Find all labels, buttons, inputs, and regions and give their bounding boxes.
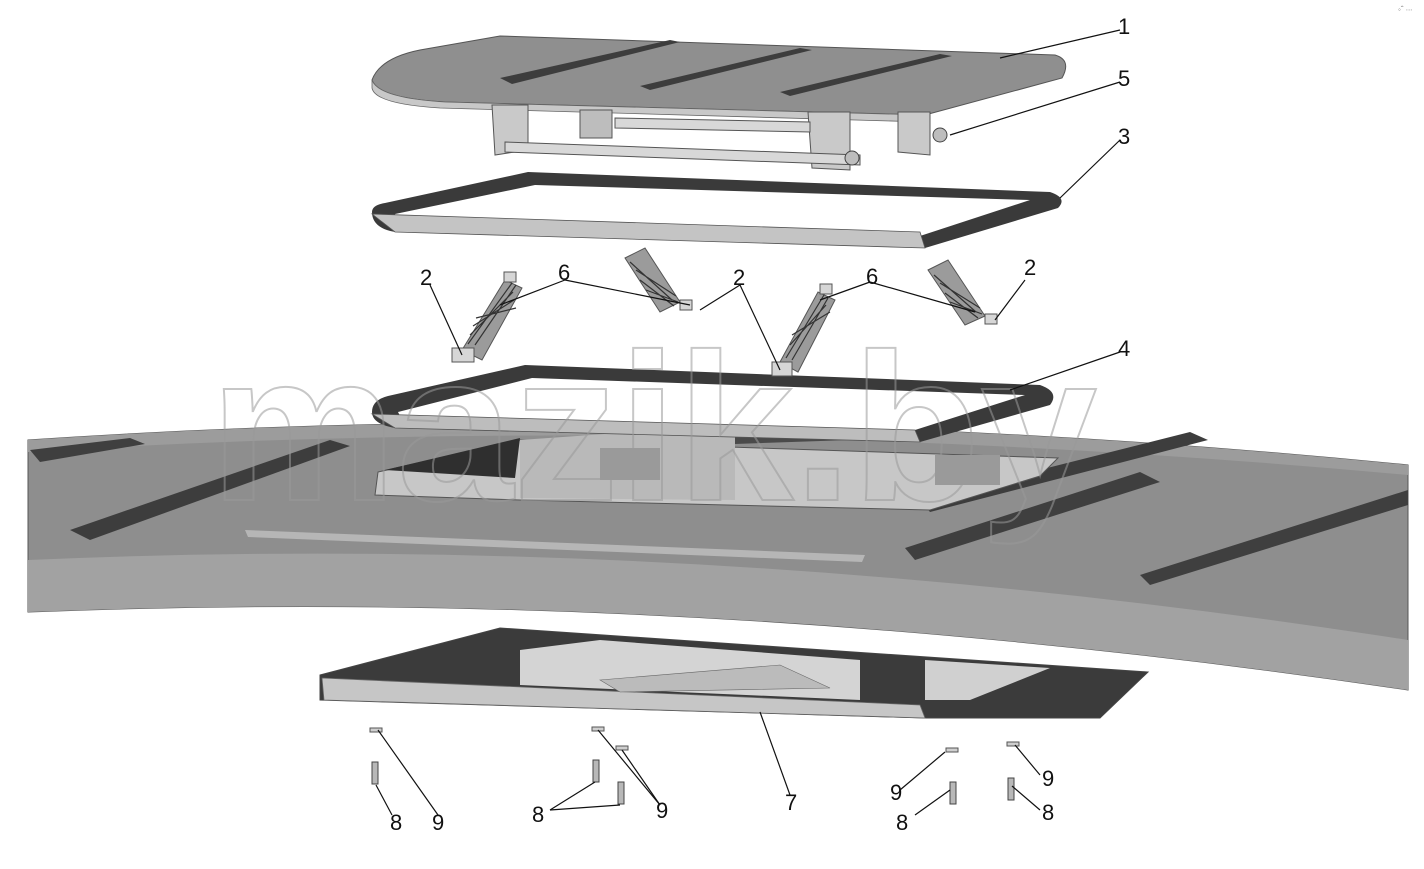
- callout-4: 4: [1118, 336, 1130, 361]
- callout-9-d: 9: [1042, 766, 1054, 791]
- spring-center-left: [624, 247, 693, 313]
- callout-8-c: 8: [896, 810, 908, 835]
- callout-7: 7: [785, 790, 797, 815]
- callout-5: 5: [1118, 66, 1130, 91]
- upper-seal-frame: [370, 172, 1062, 249]
- watermark-text: mazik.by: [210, 310, 1097, 545]
- screw: [371, 759, 1015, 805]
- roof-panel: [27, 420, 1409, 691]
- callout-9-b: 9: [656, 798, 668, 823]
- lower-seal-frame: [370, 365, 1054, 443]
- callout-3: 3: [1118, 124, 1130, 149]
- leader-lines: [375, 29, 1121, 816]
- callout-2-left: 2: [420, 265, 432, 290]
- screws-and-washers: [369, 726, 1020, 805]
- callout-8-a: 8: [390, 810, 402, 835]
- callout-2-center: 2: [733, 265, 745, 290]
- callout-labels: 1 5 3 2 6 2 6 2 4 7 8 9 8 9 9 8 9 8: [390, 14, 1130, 835]
- callout-9-a: 9: [432, 810, 444, 835]
- callout-2-right: 2: [1024, 255, 1036, 280]
- callout-9-c: 9: [890, 780, 902, 805]
- callout-6-right: 6: [866, 264, 878, 289]
- callout-6-left: 6: [558, 260, 570, 285]
- callout-1: 1: [1118, 14, 1130, 39]
- hatch-lid: [371, 35, 1067, 171]
- inner-trim-frame: [319, 627, 1150, 719]
- corner-mark: ◦ˆ ∙∙∙: [1398, 5, 1412, 14]
- spring-center-right: [771, 283, 836, 377]
- washer: [369, 726, 1020, 753]
- spring-left: [451, 271, 523, 363]
- spring-right: [927, 259, 998, 326]
- callout-8-b: 8: [532, 802, 544, 827]
- callout-8-d: 8: [1042, 800, 1054, 825]
